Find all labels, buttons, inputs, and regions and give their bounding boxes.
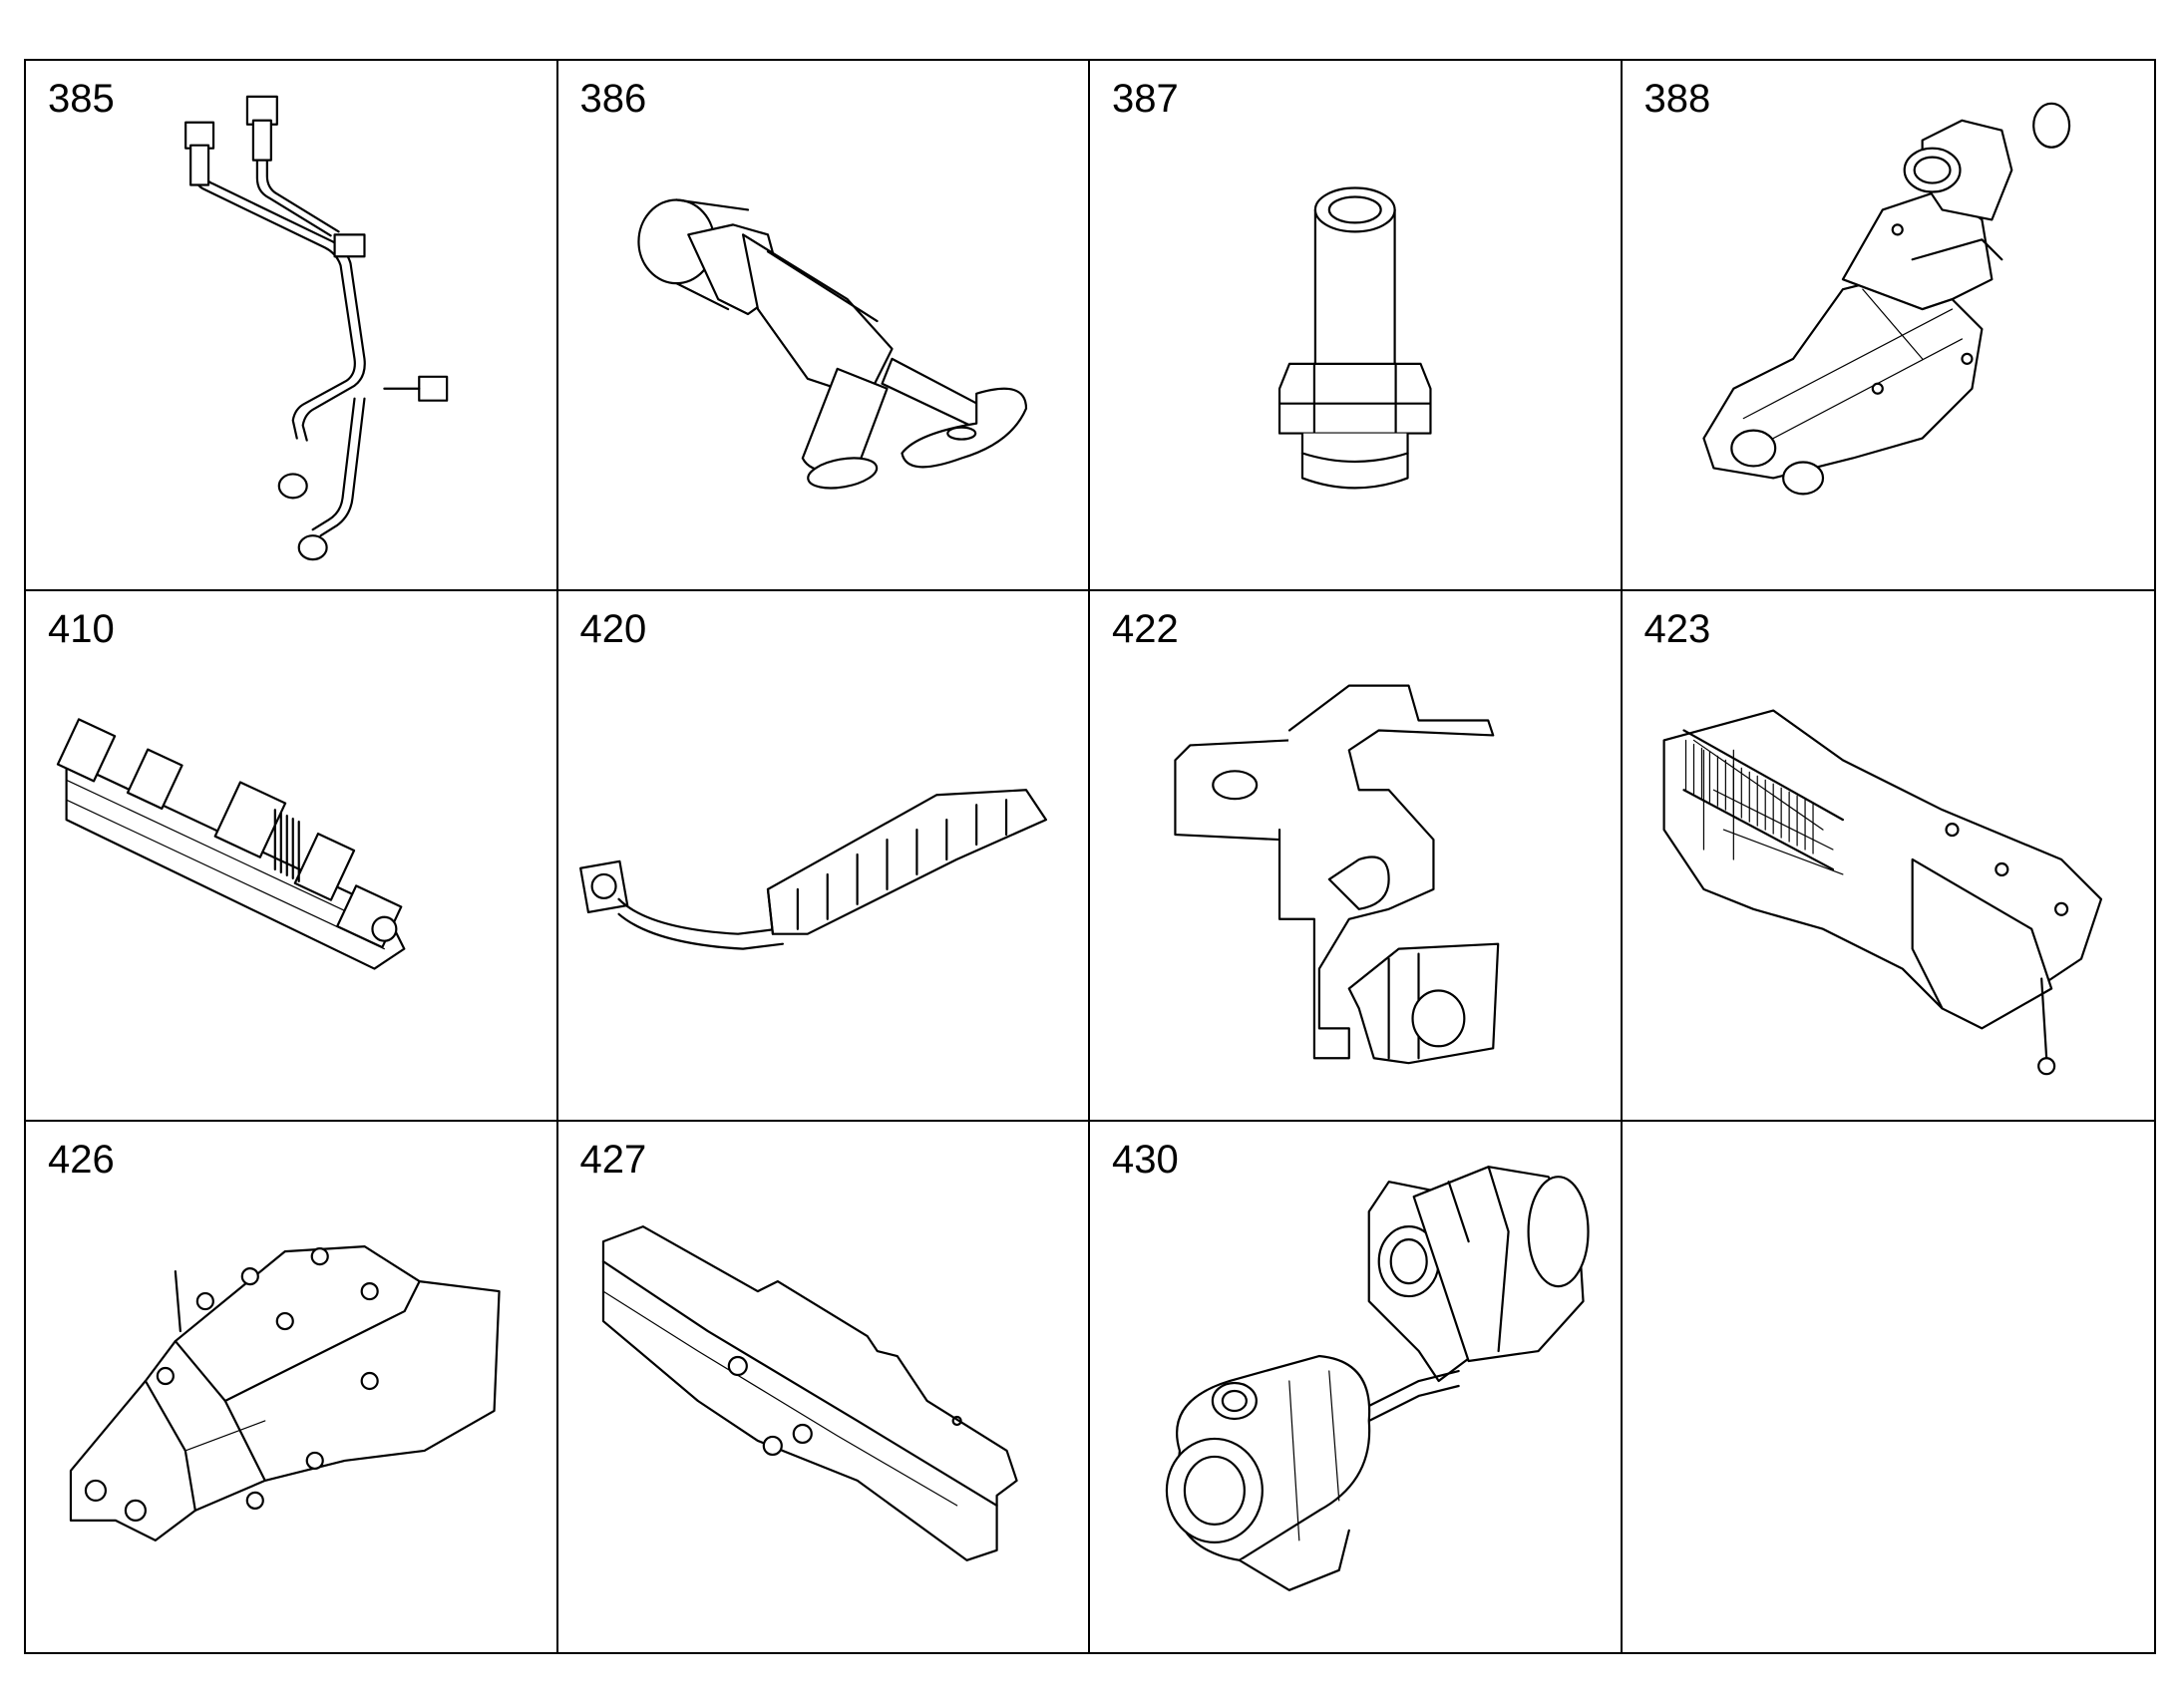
heat-shield-long-icon xyxy=(601,1225,1018,1561)
part-cell-385[interactable]: 385 xyxy=(26,61,558,591)
part-cell-426[interactable]: 426 xyxy=(26,1122,558,1652)
part-cell-420[interactable]: 420 xyxy=(557,591,1090,1122)
part-cell-430[interactable]: 430 xyxy=(1090,1122,1623,1652)
parts-grid: 385 386 xyxy=(24,59,2156,1654)
part-cell-388[interactable]: 388 xyxy=(1622,61,2154,591)
part-number: 426 xyxy=(48,1138,115,1182)
part-number: 427 xyxy=(579,1138,647,1182)
heat-shield-icon xyxy=(69,1245,501,1541)
bracket-with-valve-icon xyxy=(1174,684,1500,1065)
part-number: 386 xyxy=(579,77,647,121)
part-number: 387 xyxy=(1112,77,1179,121)
turbocharger-icon xyxy=(1165,1166,1590,1591)
rail-assembly-icon xyxy=(56,718,406,970)
part-cell-422[interactable]: 422 xyxy=(1090,591,1623,1122)
fuel-line-pipes-icon xyxy=(184,95,449,561)
empty-cell xyxy=(1623,1122,2155,1652)
pipe-assembly-icon xyxy=(578,789,1047,950)
part-cell-423[interactable]: 423 xyxy=(1622,591,2154,1122)
part-cell-427[interactable]: 427 xyxy=(558,1122,1090,1652)
part-number: 420 xyxy=(579,607,647,651)
egr-cooler-assembly-icon xyxy=(1662,709,2102,1076)
angled-fitting-icon xyxy=(636,198,1027,490)
part-number: 422 xyxy=(1112,607,1179,651)
part-number: 423 xyxy=(1643,607,1711,651)
part-cell-387[interactable]: 387 xyxy=(1090,61,1623,591)
thermostat-housing-icon xyxy=(1701,102,2070,496)
part-number: 388 xyxy=(1643,77,1711,121)
part-number: 410 xyxy=(48,607,115,651)
hollow-bolt-icon xyxy=(1277,186,1432,490)
part-cell-386[interactable]: 386 xyxy=(557,61,1090,591)
part-number: 385 xyxy=(48,77,115,121)
part-cell-410[interactable]: 410 xyxy=(26,591,558,1122)
part-number: 430 xyxy=(1112,1138,1179,1182)
